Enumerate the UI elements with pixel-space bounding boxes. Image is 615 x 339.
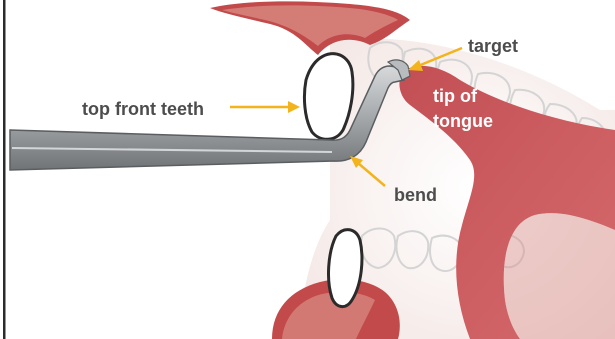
label-target: target (468, 36, 518, 56)
label-tongue-line: tongue (433, 111, 493, 131)
tongue-shadow (504, 213, 615, 339)
frame-line (3, 0, 6, 339)
upper-front-tooth (304, 54, 352, 140)
label-top-front-teeth: top front teeth (82, 99, 204, 119)
arrow-top-front-teeth (230, 101, 300, 113)
label-tip-of-line: tip of (433, 86, 478, 106)
label-bend: bend (394, 185, 437, 205)
